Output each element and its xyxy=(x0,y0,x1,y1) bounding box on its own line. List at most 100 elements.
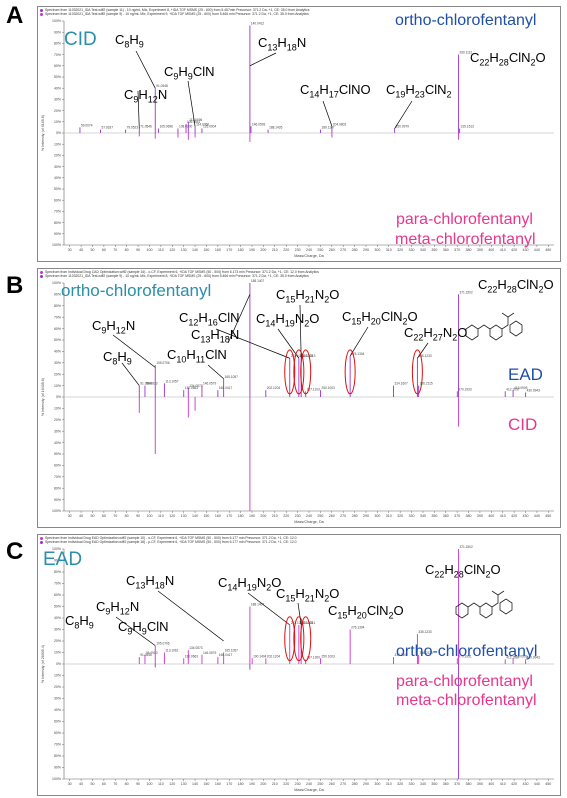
x-tick-label: 300 xyxy=(374,248,380,252)
piperidine-ring xyxy=(489,324,503,341)
panel-letter-a: A xyxy=(6,2,24,29)
peak-label: 237.1103 xyxy=(307,387,320,391)
formula-b-c14h19n2o: C14H19N2O xyxy=(256,311,320,329)
x-tick-label: 170 xyxy=(226,248,232,252)
x-tick-label: 360 xyxy=(443,782,449,786)
x-tick-label: 140 xyxy=(192,514,198,518)
y-tick-label: 40% xyxy=(54,350,61,354)
x-tick-label: 40 xyxy=(79,514,83,518)
meta-label-c: meta-chlorofentanyl xyxy=(396,692,537,709)
formula-a-c19h23cln2: C19H23ClN2 xyxy=(386,82,452,100)
x-tick-label: 70 xyxy=(113,248,117,252)
ortho-label-b: ortho-chlorofentanyl xyxy=(61,281,212,300)
leader-a-4 xyxy=(249,52,277,67)
peak-label: 190.1404 xyxy=(253,654,267,658)
y-tick-label: 70% xyxy=(54,210,61,214)
y-tick-label: 0% xyxy=(56,395,61,399)
para-label-a: para-chlorofentanyl xyxy=(396,211,533,228)
chart-b: 100%90%80%70%60%50%40%30%20%10%0%10%20%3… xyxy=(41,279,554,524)
y-tick-label: 90% xyxy=(54,30,61,34)
y-tick-label: 90% xyxy=(54,232,61,236)
y-tick-label: 50% xyxy=(54,720,61,724)
peak-label: 113.1061 xyxy=(165,649,178,653)
y-tick-label: 0% xyxy=(56,131,61,135)
panel-letter-c: C xyxy=(6,538,24,565)
x-tick-label: 70 xyxy=(113,514,117,518)
formula-c-c15h21n2o: C15H21N2O xyxy=(276,586,340,604)
leader-c-4 xyxy=(115,616,156,646)
spectrum-frame-a: Spectrum from 11032021_IDA Test.wiff2 (s… xyxy=(37,6,561,262)
peak-label: 189.1167 xyxy=(321,126,334,130)
x-tick-label: 300 xyxy=(374,782,380,786)
ortho-label-a: ortho-chlorofentanyl xyxy=(395,12,537,29)
x-tick-label: 210 xyxy=(272,248,278,252)
y-tick-label: 70% xyxy=(54,53,61,57)
peak-label: 231.1103 xyxy=(300,621,313,625)
header-a-line1: Spectrum from 11032021_IDA Test.wiff2 (s… xyxy=(45,8,310,12)
x-axis-label: Mass/Charge, Da xyxy=(294,254,324,258)
leader-b-3 xyxy=(215,328,290,359)
x-tick-label: 430 xyxy=(523,248,529,252)
x-tick-label: 270 xyxy=(340,514,346,518)
x-tick-label: 440 xyxy=(534,514,540,518)
x-tick-label: 310 xyxy=(386,248,392,252)
x-tick-label: 200 xyxy=(260,514,266,518)
peak-label: 111.0496 xyxy=(189,118,202,122)
x-tick-label: 410 xyxy=(500,782,506,786)
formula-a-c8h9: C8H9 xyxy=(115,32,144,50)
x-tick-label: 400 xyxy=(488,782,494,786)
y-tick-label: 30% xyxy=(54,165,61,169)
peak-label: 113.1057 xyxy=(165,379,178,383)
ethyl-chain xyxy=(467,602,481,608)
x-tick-label: 120 xyxy=(169,514,175,518)
leader-a-2 xyxy=(137,90,140,129)
amide-chain xyxy=(491,590,505,608)
x-tick-label: 420 xyxy=(511,514,517,518)
peak-label: 370.1933 xyxy=(458,387,472,391)
x-tick-label: 450 xyxy=(545,248,551,252)
y-tick-label: 40% xyxy=(54,616,61,620)
leader-b-6 xyxy=(299,304,302,359)
x-tick-label: 160 xyxy=(215,514,221,518)
x-tick-label: 230 xyxy=(295,248,301,252)
y-tick-label: 20% xyxy=(54,685,61,689)
y-tick-label: 30% xyxy=(54,361,61,365)
leader-c-2 xyxy=(247,592,290,626)
y-tick-label: 100% xyxy=(52,19,61,23)
y-tick-label: 80% xyxy=(54,304,61,308)
y-tick-label: 60% xyxy=(54,731,61,735)
peak-label: 71.0546 xyxy=(140,125,152,129)
x-tick-label: 350 xyxy=(431,514,437,518)
x-tick-label: 190 xyxy=(249,514,255,518)
panel-letter-b: B xyxy=(6,272,24,299)
peak-label: 165.1057 xyxy=(225,649,239,653)
peak-label: 237.1300 xyxy=(307,655,321,659)
peak-label: 105.0706 xyxy=(156,642,170,646)
y-tick-label: 90% xyxy=(54,766,61,770)
peak-label: 250.1003 xyxy=(322,386,336,390)
y-tick-label: 50% xyxy=(54,187,61,191)
leader-b-9 xyxy=(417,342,429,359)
y-tick-label: 80% xyxy=(54,570,61,574)
y-tick-label: 30% xyxy=(54,697,61,701)
x-tick-label: 90 xyxy=(136,248,140,252)
leader-a-1 xyxy=(135,50,156,89)
chlorophenyl-ring xyxy=(509,320,523,337)
x-tick-label: 190 xyxy=(249,782,255,786)
formula-c-c9h12n: C9H12N xyxy=(96,599,140,617)
leader-a-3 xyxy=(187,80,196,127)
formula-c-c8h9: C8H9 xyxy=(65,613,94,631)
x-tick-label: 320 xyxy=(397,782,403,786)
x-tick-label: 360 xyxy=(443,248,449,252)
peak-label: 105.0696 xyxy=(160,125,174,129)
y-tick-label: 50% xyxy=(54,338,61,342)
x-tick-label: 240 xyxy=(306,514,312,518)
x-tick-label: 340 xyxy=(420,248,426,252)
y-tick-label: 10% xyxy=(54,120,61,124)
x-tick-label: 350 xyxy=(431,782,437,786)
y-tick-label: 100% xyxy=(52,509,61,513)
y-tick-label: 100% xyxy=(52,547,61,551)
y-tick-label: 10% xyxy=(54,384,61,388)
x-tick-label: 360 xyxy=(443,514,449,518)
peak-label: 260.1112 xyxy=(459,51,472,55)
